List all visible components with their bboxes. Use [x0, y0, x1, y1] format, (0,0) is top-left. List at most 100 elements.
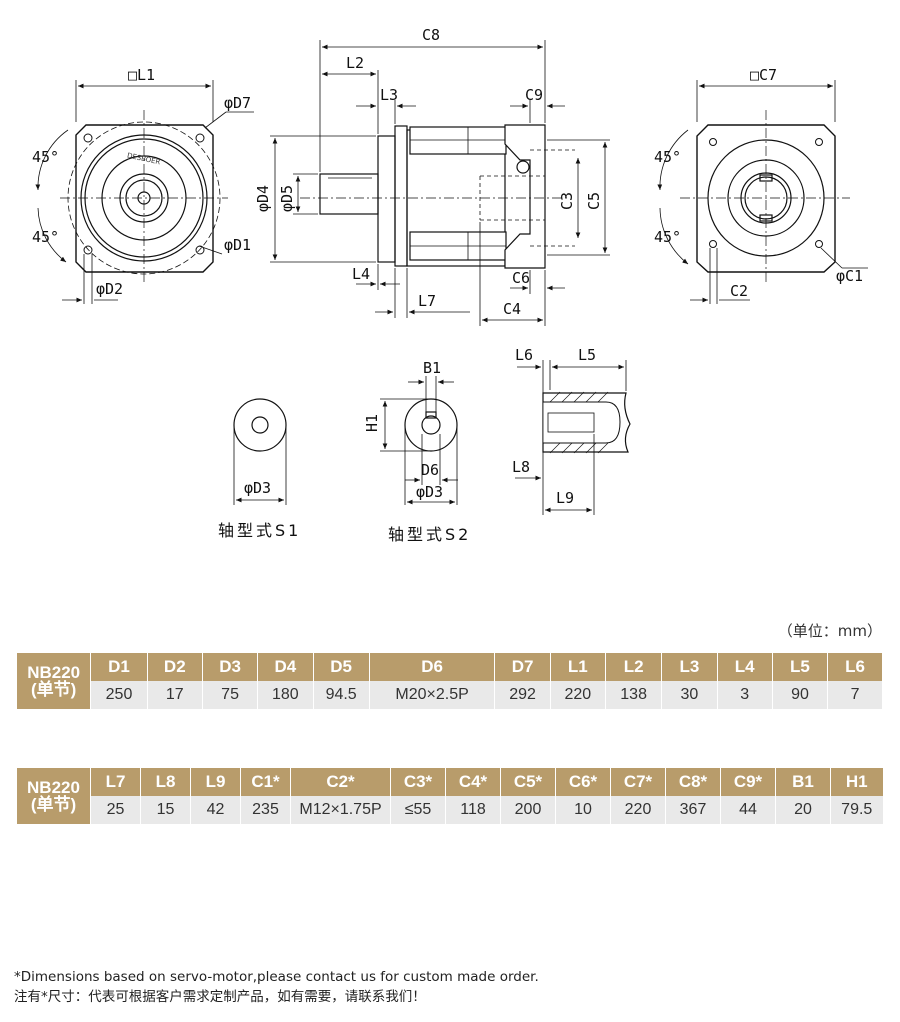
- rear-view: [657, 80, 868, 304]
- value-cell: M20×2.5P: [368, 681, 495, 709]
- model-cell: NB220(单节): [15, 653, 91, 709]
- dim-C6: C6: [512, 269, 530, 287]
- dim-D1: φD1: [224, 236, 251, 254]
- header-cell: C7*: [610, 768, 666, 796]
- dim-L6: L6: [515, 346, 533, 364]
- dim-C8: C8: [422, 26, 440, 44]
- footnotes: *Dimensions based on servo-motor,please …: [14, 967, 539, 1007]
- value-cell: 3: [716, 681, 773, 709]
- dim-D4: φD4: [254, 185, 272, 212]
- value-cell: 20: [775, 796, 831, 824]
- value-cell: 220: [549, 681, 606, 709]
- value-cell: 25: [90, 796, 141, 824]
- spec-table-1-header-row: NB220(单节) D1 D2 D3 D4 D5 D6 D7 L1 L2 L3 …: [15, 653, 882, 709]
- header-cell: C6*: [555, 768, 611, 796]
- value-cell: 250: [90, 681, 148, 709]
- dim-D7: φD7: [224, 94, 251, 112]
- dim-L3: L3: [380, 86, 398, 104]
- front-view: [35, 80, 254, 304]
- dim-angle-bottom: 45°: [32, 228, 59, 246]
- header-cell: D6: [368, 653, 495, 681]
- footnote-english: *Dimensions based on servo-motor,please …: [14, 969, 539, 985]
- shaft-s1-view: [233, 398, 287, 505]
- value-cell: 75: [201, 681, 258, 709]
- header-cell: L4: [716, 653, 773, 681]
- header-cell: H1: [830, 768, 883, 796]
- header-cell: L1: [549, 653, 606, 681]
- value-cell: 118: [445, 796, 501, 824]
- value-cell: 292: [494, 681, 551, 709]
- model-name: NB220: [27, 663, 81, 682]
- dim-L2: L2: [346, 54, 364, 72]
- dim-L1: □L1: [128, 66, 155, 84]
- tapped-hole-section: [515, 360, 631, 515]
- model-sub: (单节): [30, 795, 77, 814]
- header-cell: L6: [827, 653, 882, 681]
- technical-drawing: DESBOER □L1 φD7 φD1 45° 45° φD2: [32, 26, 868, 544]
- dim-angle-top-rear: 45°: [654, 148, 681, 166]
- value-cell: 44: [720, 796, 776, 824]
- header-cell: C8*: [665, 768, 721, 796]
- dim-S1-D3: φD3: [244, 479, 271, 497]
- header-cell: L5: [771, 653, 828, 681]
- dim-C2: C2: [730, 282, 748, 300]
- dim-L7: L7: [418, 292, 436, 310]
- value-cell: 94.5: [312, 681, 370, 709]
- value-cell: 180: [257, 681, 313, 709]
- header-cell: L3: [661, 653, 718, 681]
- dim-angle-top: 45°: [32, 148, 59, 166]
- header-cell: D7: [494, 653, 551, 681]
- header-cell: D4: [257, 653, 313, 681]
- header-cell: L7: [90, 768, 141, 796]
- spec-table-2: NB220(单节) L7 L8 L9 C1* C2* C3* C4* C5* C…: [16, 768, 883, 824]
- spec-table-1: NB220(单节) D1 D2 D3 D4 D5 D6 D7 L1 L2 L3 …: [15, 653, 882, 709]
- value-cell: M12×1.75P: [290, 796, 391, 824]
- value-cell: 138: [604, 681, 662, 709]
- value-cell: 7: [827, 681, 882, 709]
- value-cell: 17: [146, 681, 203, 709]
- dim-C7: □C7: [750, 66, 777, 84]
- value-cell: 10: [555, 796, 611, 824]
- dim-C1: φC1: [836, 267, 863, 285]
- header-cell: L2: [604, 653, 662, 681]
- value-cell: 90: [771, 681, 828, 709]
- dim-L4: L4: [352, 265, 370, 283]
- header-cell: L8: [140, 768, 191, 796]
- value-cell: 79.5: [830, 796, 883, 824]
- model-name: NB220: [27, 778, 80, 797]
- spec-table-2-value-row: 25 15 42 235 M12×1.75P ≤55 118 200 10 22…: [17, 796, 883, 824]
- header-cell: D1: [90, 653, 148, 681]
- dim-L5: L5: [578, 346, 596, 364]
- shaft-s2-view: [380, 376, 458, 505]
- caption-shaft-s2: 轴型式S2: [388, 525, 471, 544]
- header-cell: D2: [146, 653, 203, 681]
- dim-C4: C4: [503, 300, 521, 318]
- dim-D5: φD5: [278, 185, 296, 212]
- value-cell: 235: [240, 796, 291, 824]
- model-cell: NB220(单节): [16, 768, 91, 824]
- dim-L8: L8: [512, 458, 530, 476]
- value-cell: 200: [500, 796, 556, 824]
- header-cell: C3*: [390, 768, 446, 796]
- header-cell: C2*: [290, 768, 391, 796]
- dim-H1: H1: [363, 414, 381, 432]
- spec-table-1-value-row: 250 17 75 180 94.5 M20×2.5P 292 220 138 …: [17, 681, 882, 709]
- dim-S2-D3: φD3: [416, 483, 443, 501]
- value-cell: 42: [190, 796, 241, 824]
- model-sub: (单节): [31, 680, 77, 699]
- spec-table-2-header-row: NB220(单节) L7 L8 L9 C1* C2* C3* C4* C5* C…: [16, 768, 883, 824]
- value-cell: 15: [140, 796, 191, 824]
- value-cell: 220: [610, 796, 666, 824]
- dim-C9: C9: [525, 86, 543, 104]
- header-cell: D5: [312, 653, 370, 681]
- dim-C5: C5: [585, 192, 603, 210]
- dim-D6: D6: [421, 461, 439, 479]
- footnote-chinese: 注有*尺寸：代表可根据客户需求定制产品，如有需要，请联系我们！: [14, 989, 426, 1005]
- dim-L9: L9: [556, 489, 574, 507]
- value-cell: 30: [661, 681, 718, 709]
- value-cell: 367: [665, 796, 721, 824]
- caption-shaft-s1: 轴型式S1: [218, 521, 301, 540]
- side-view: [270, 40, 610, 326]
- header-cell: L9: [190, 768, 241, 796]
- header-cell: C4*: [445, 768, 501, 796]
